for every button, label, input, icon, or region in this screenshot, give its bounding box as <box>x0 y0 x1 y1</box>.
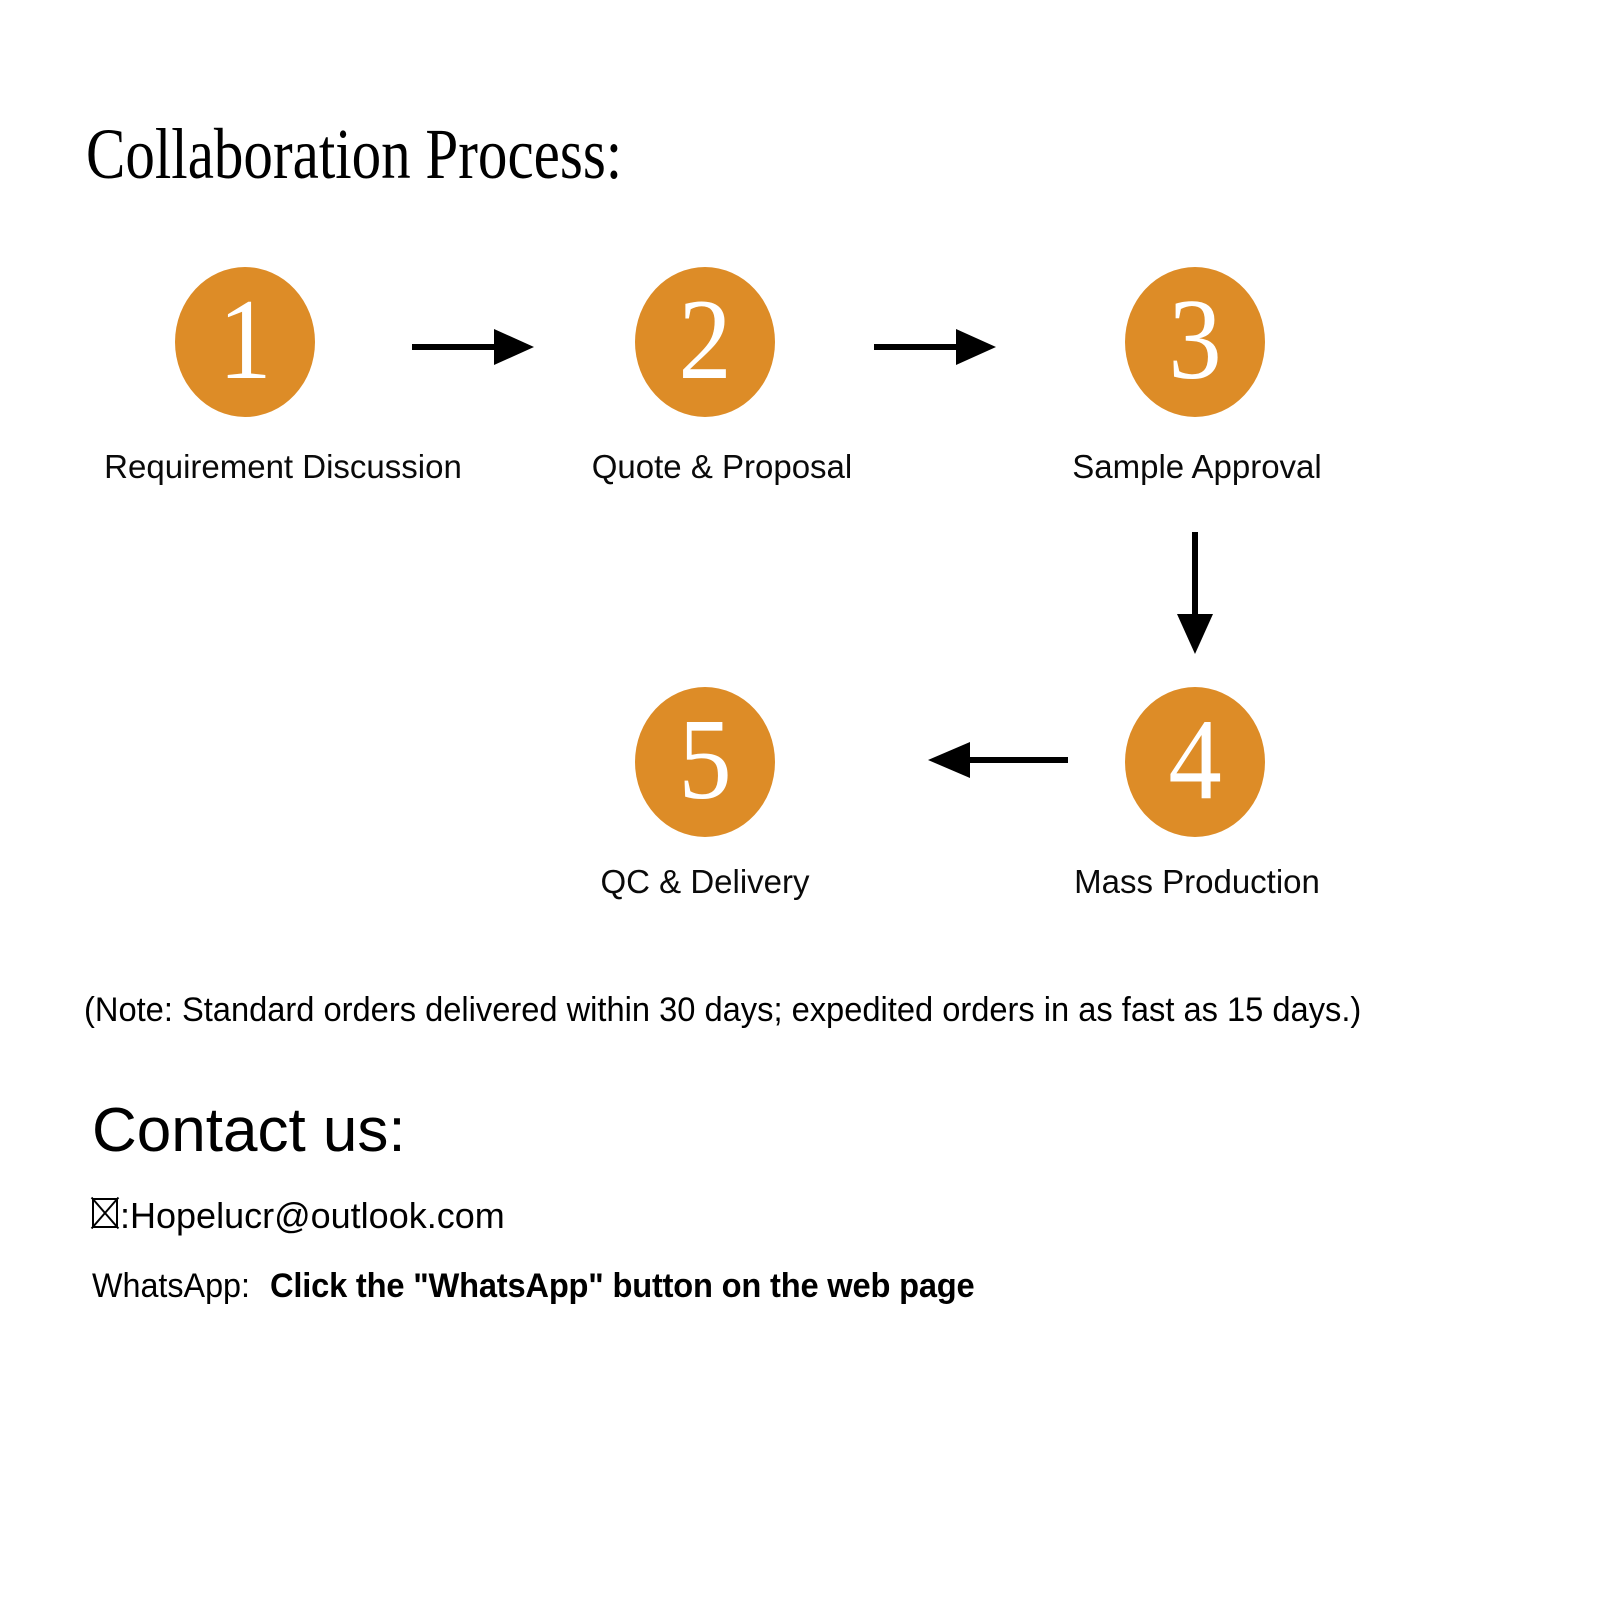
flow-node-3-circle: 3 <box>1125 267 1265 417</box>
flow-node-3-label: Sample Approval <box>1072 448 1322 485</box>
flow-node-3[interactable]: 3 <box>1125 267 1265 417</box>
whatsapp-instruction: Click the "WhatsApp" button on the web p… <box>270 1267 975 1305</box>
arrow-down-3-to-4 <box>1177 532 1213 654</box>
flow-node-4-number: 4 <box>1168 696 1222 824</box>
flow-node-5[interactable]: 5 <box>635 687 775 837</box>
email-icon <box>90 1196 120 1230</box>
delivery-note: (Note: Standard orders delivered within … <box>84 991 1362 1029</box>
flow-node-5-circle: 5 <box>635 687 775 837</box>
flow-node-2[interactable]: 2 <box>635 267 775 417</box>
arrow-right-1-to-2 <box>412 329 534 365</box>
email-separator: : <box>120 1195 131 1236</box>
email-address[interactable]: Hopelucr@outlook.com <box>130 1195 505 1236</box>
flow-node-1-circle: 1 <box>175 267 315 417</box>
page-title: Collaboration Process: <box>86 114 623 194</box>
flow-node-1-number: 1 <box>218 276 272 404</box>
flow-node-2-circle: 2 <box>635 267 775 417</box>
flow-node-1[interactable]: 1 <box>175 267 315 417</box>
flow-node-1-label: Requirement Discussion <box>104 448 462 485</box>
contact-heading: Contact us: <box>92 1096 406 1165</box>
whatsapp-label: WhatsApp: <box>92 1267 250 1305</box>
flow-node-5-label: QC & Delivery <box>600 863 810 900</box>
flow-node-2-label: Quote & Proposal <box>591 448 853 485</box>
arrow-right-2-to-3 <box>874 329 996 365</box>
flow-node-4-circle: 4 <box>1125 687 1265 837</box>
contact-whatsapp-row[interactable]: WhatsApp: Click the "WhatsApp" button on… <box>92 1267 1004 1305</box>
arrow-left-4-to-5 <box>928 742 1068 778</box>
flow-node-2-number: 2 <box>678 276 732 404</box>
flow-node-4-label: Mass Production <box>1074 863 1320 900</box>
flow-node-5-number: 5 <box>678 696 732 824</box>
flow-node-4[interactable]: 4 <box>1125 687 1265 837</box>
contact-email-row[interactable]: : Hopelucr@outlook.com <box>90 1195 505 1236</box>
flow-node-3-number: 3 <box>1168 276 1222 404</box>
